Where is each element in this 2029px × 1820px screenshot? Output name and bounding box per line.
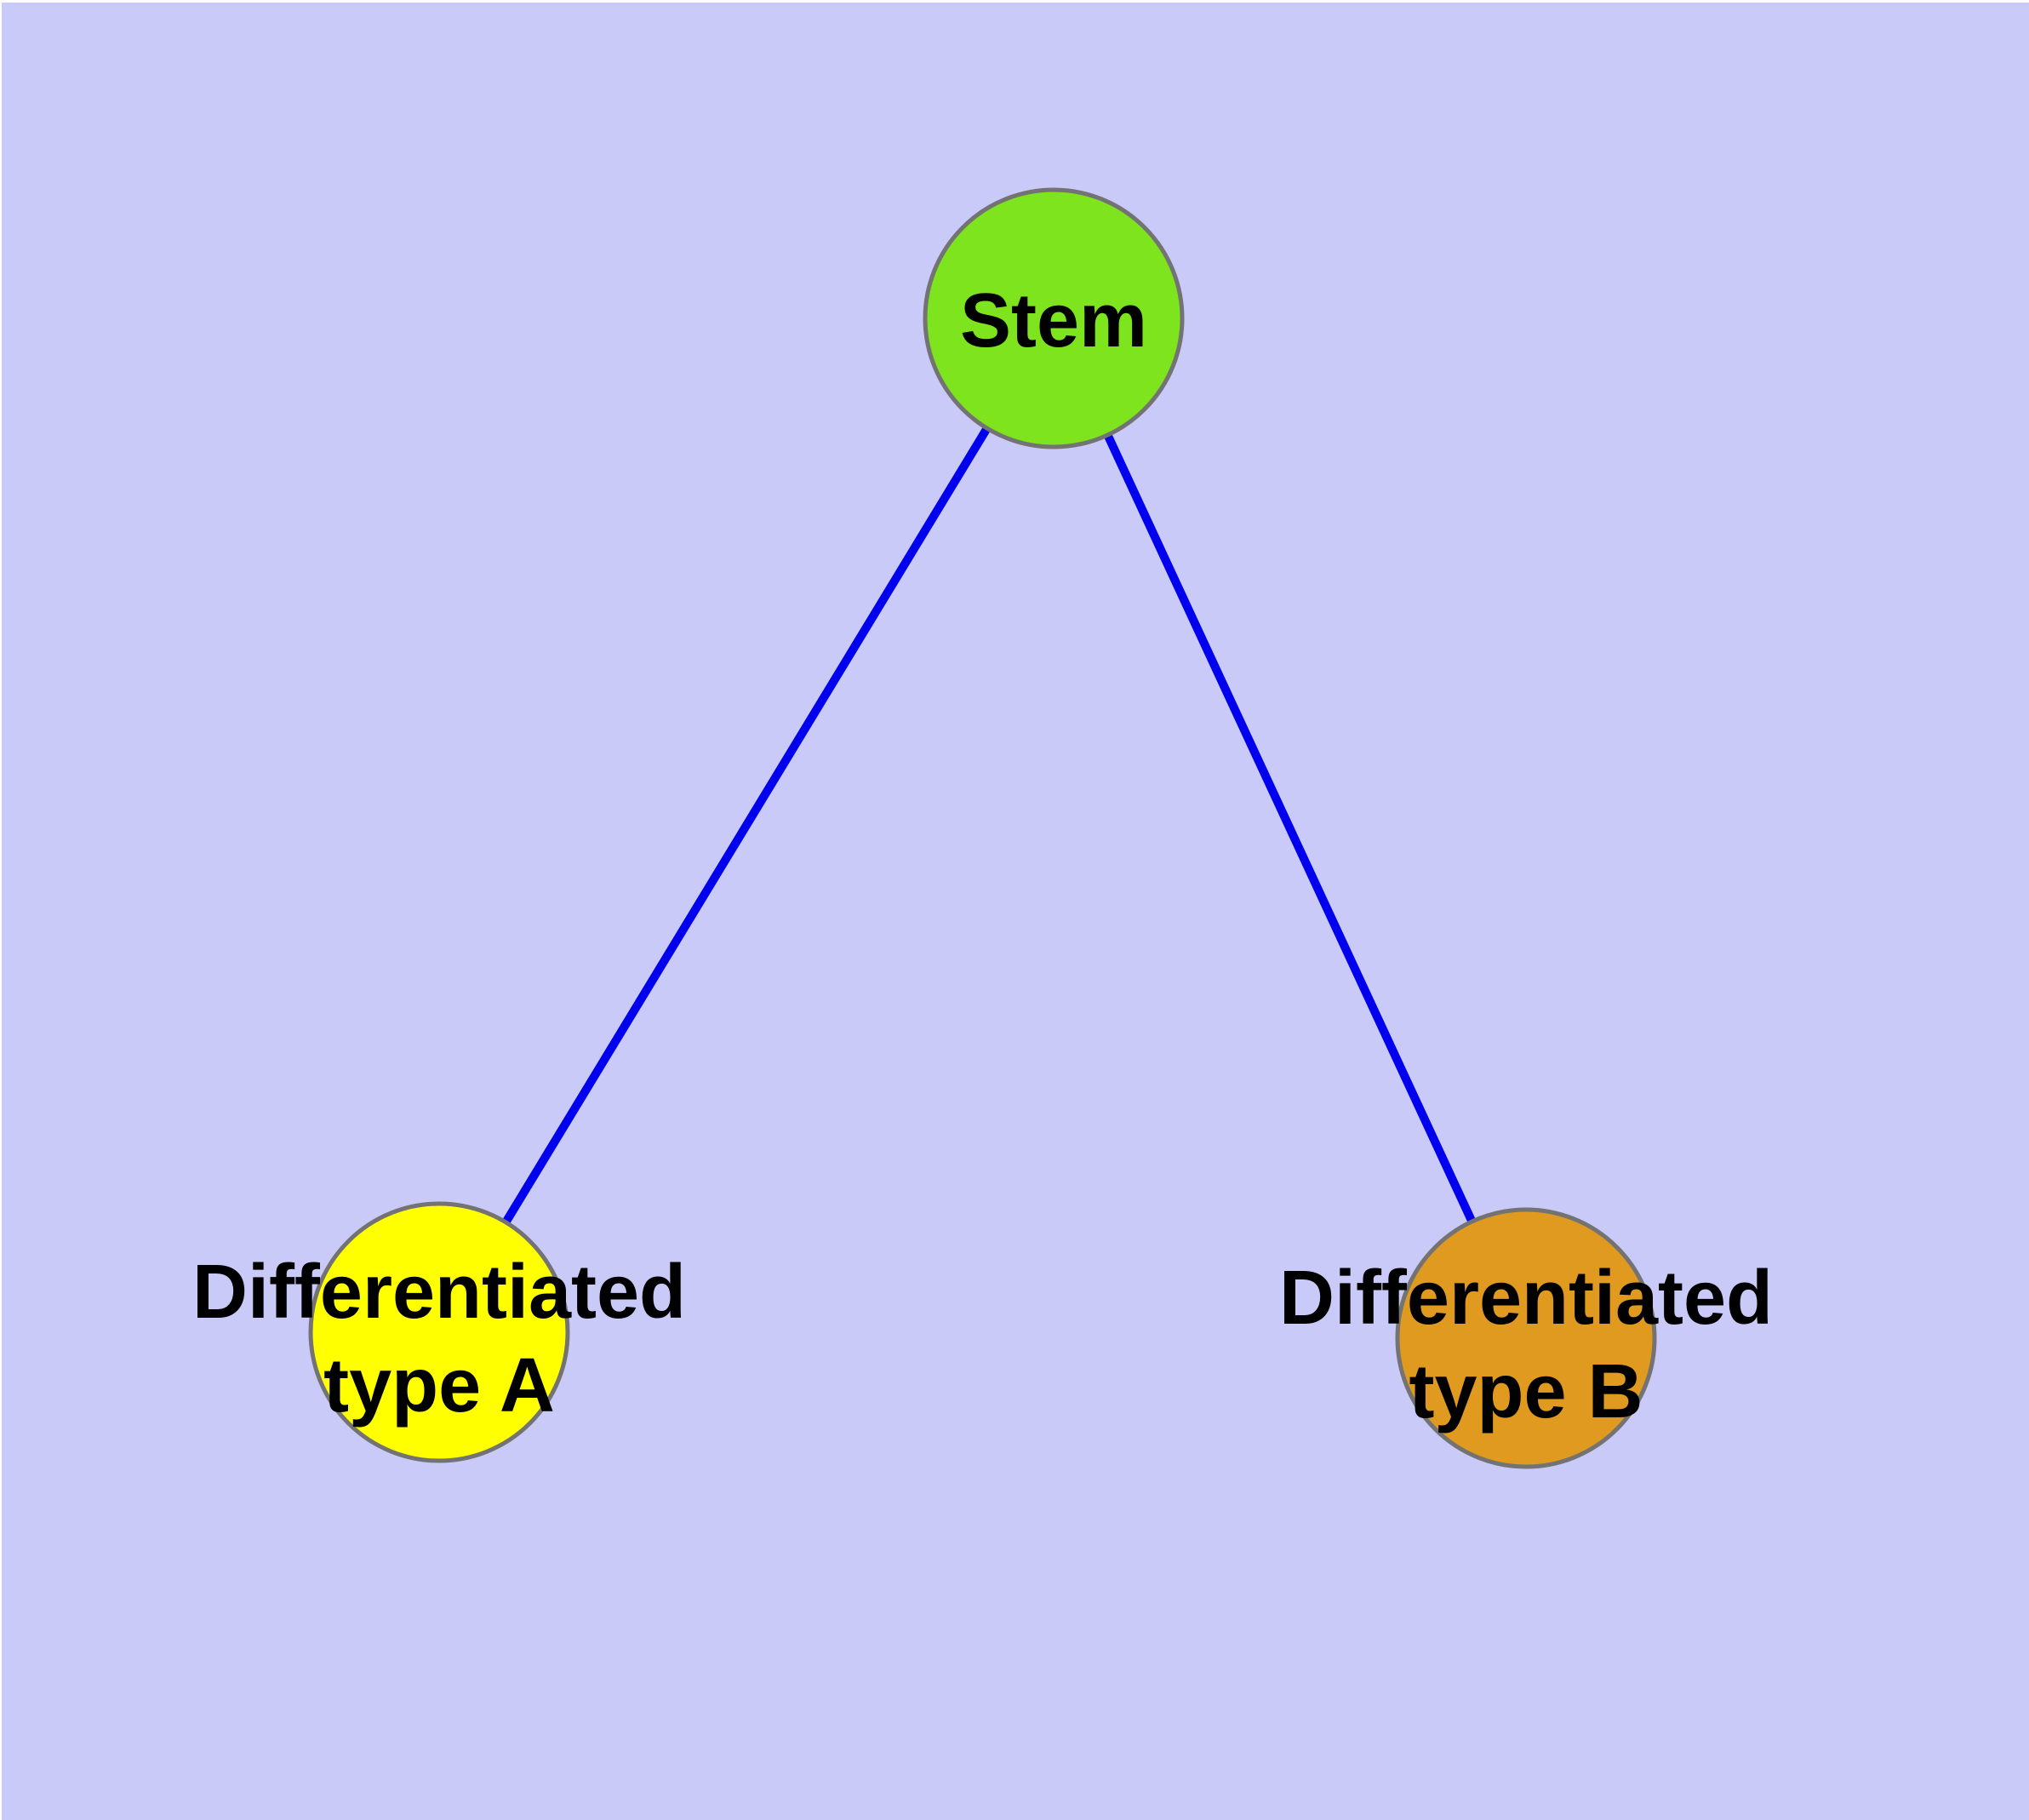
edge-stem-to-type-a xyxy=(435,316,1058,1335)
stem-node-label: Stem xyxy=(960,278,1147,363)
type-b-node-label-line1: Differentiated xyxy=(1279,1256,1773,1341)
type-a-node-label-line1: Differentiated xyxy=(192,1250,686,1335)
edge-stem-to-type-b xyxy=(1049,316,1530,1341)
type-a-node-label-line2: type A xyxy=(323,1343,555,1428)
node-stem: Stem xyxy=(923,187,1185,449)
type-b-node-label-line2: type B xyxy=(1409,1349,1643,1434)
node-differentiated-type-b: Differentiated type B xyxy=(1279,1207,1773,1469)
type-b-node-circle xyxy=(1395,1207,1657,1469)
node-differentiated-type-a: Differentiated type A xyxy=(192,1201,686,1463)
stem-node-circle xyxy=(923,187,1185,449)
type-a-node-circle xyxy=(308,1201,570,1463)
